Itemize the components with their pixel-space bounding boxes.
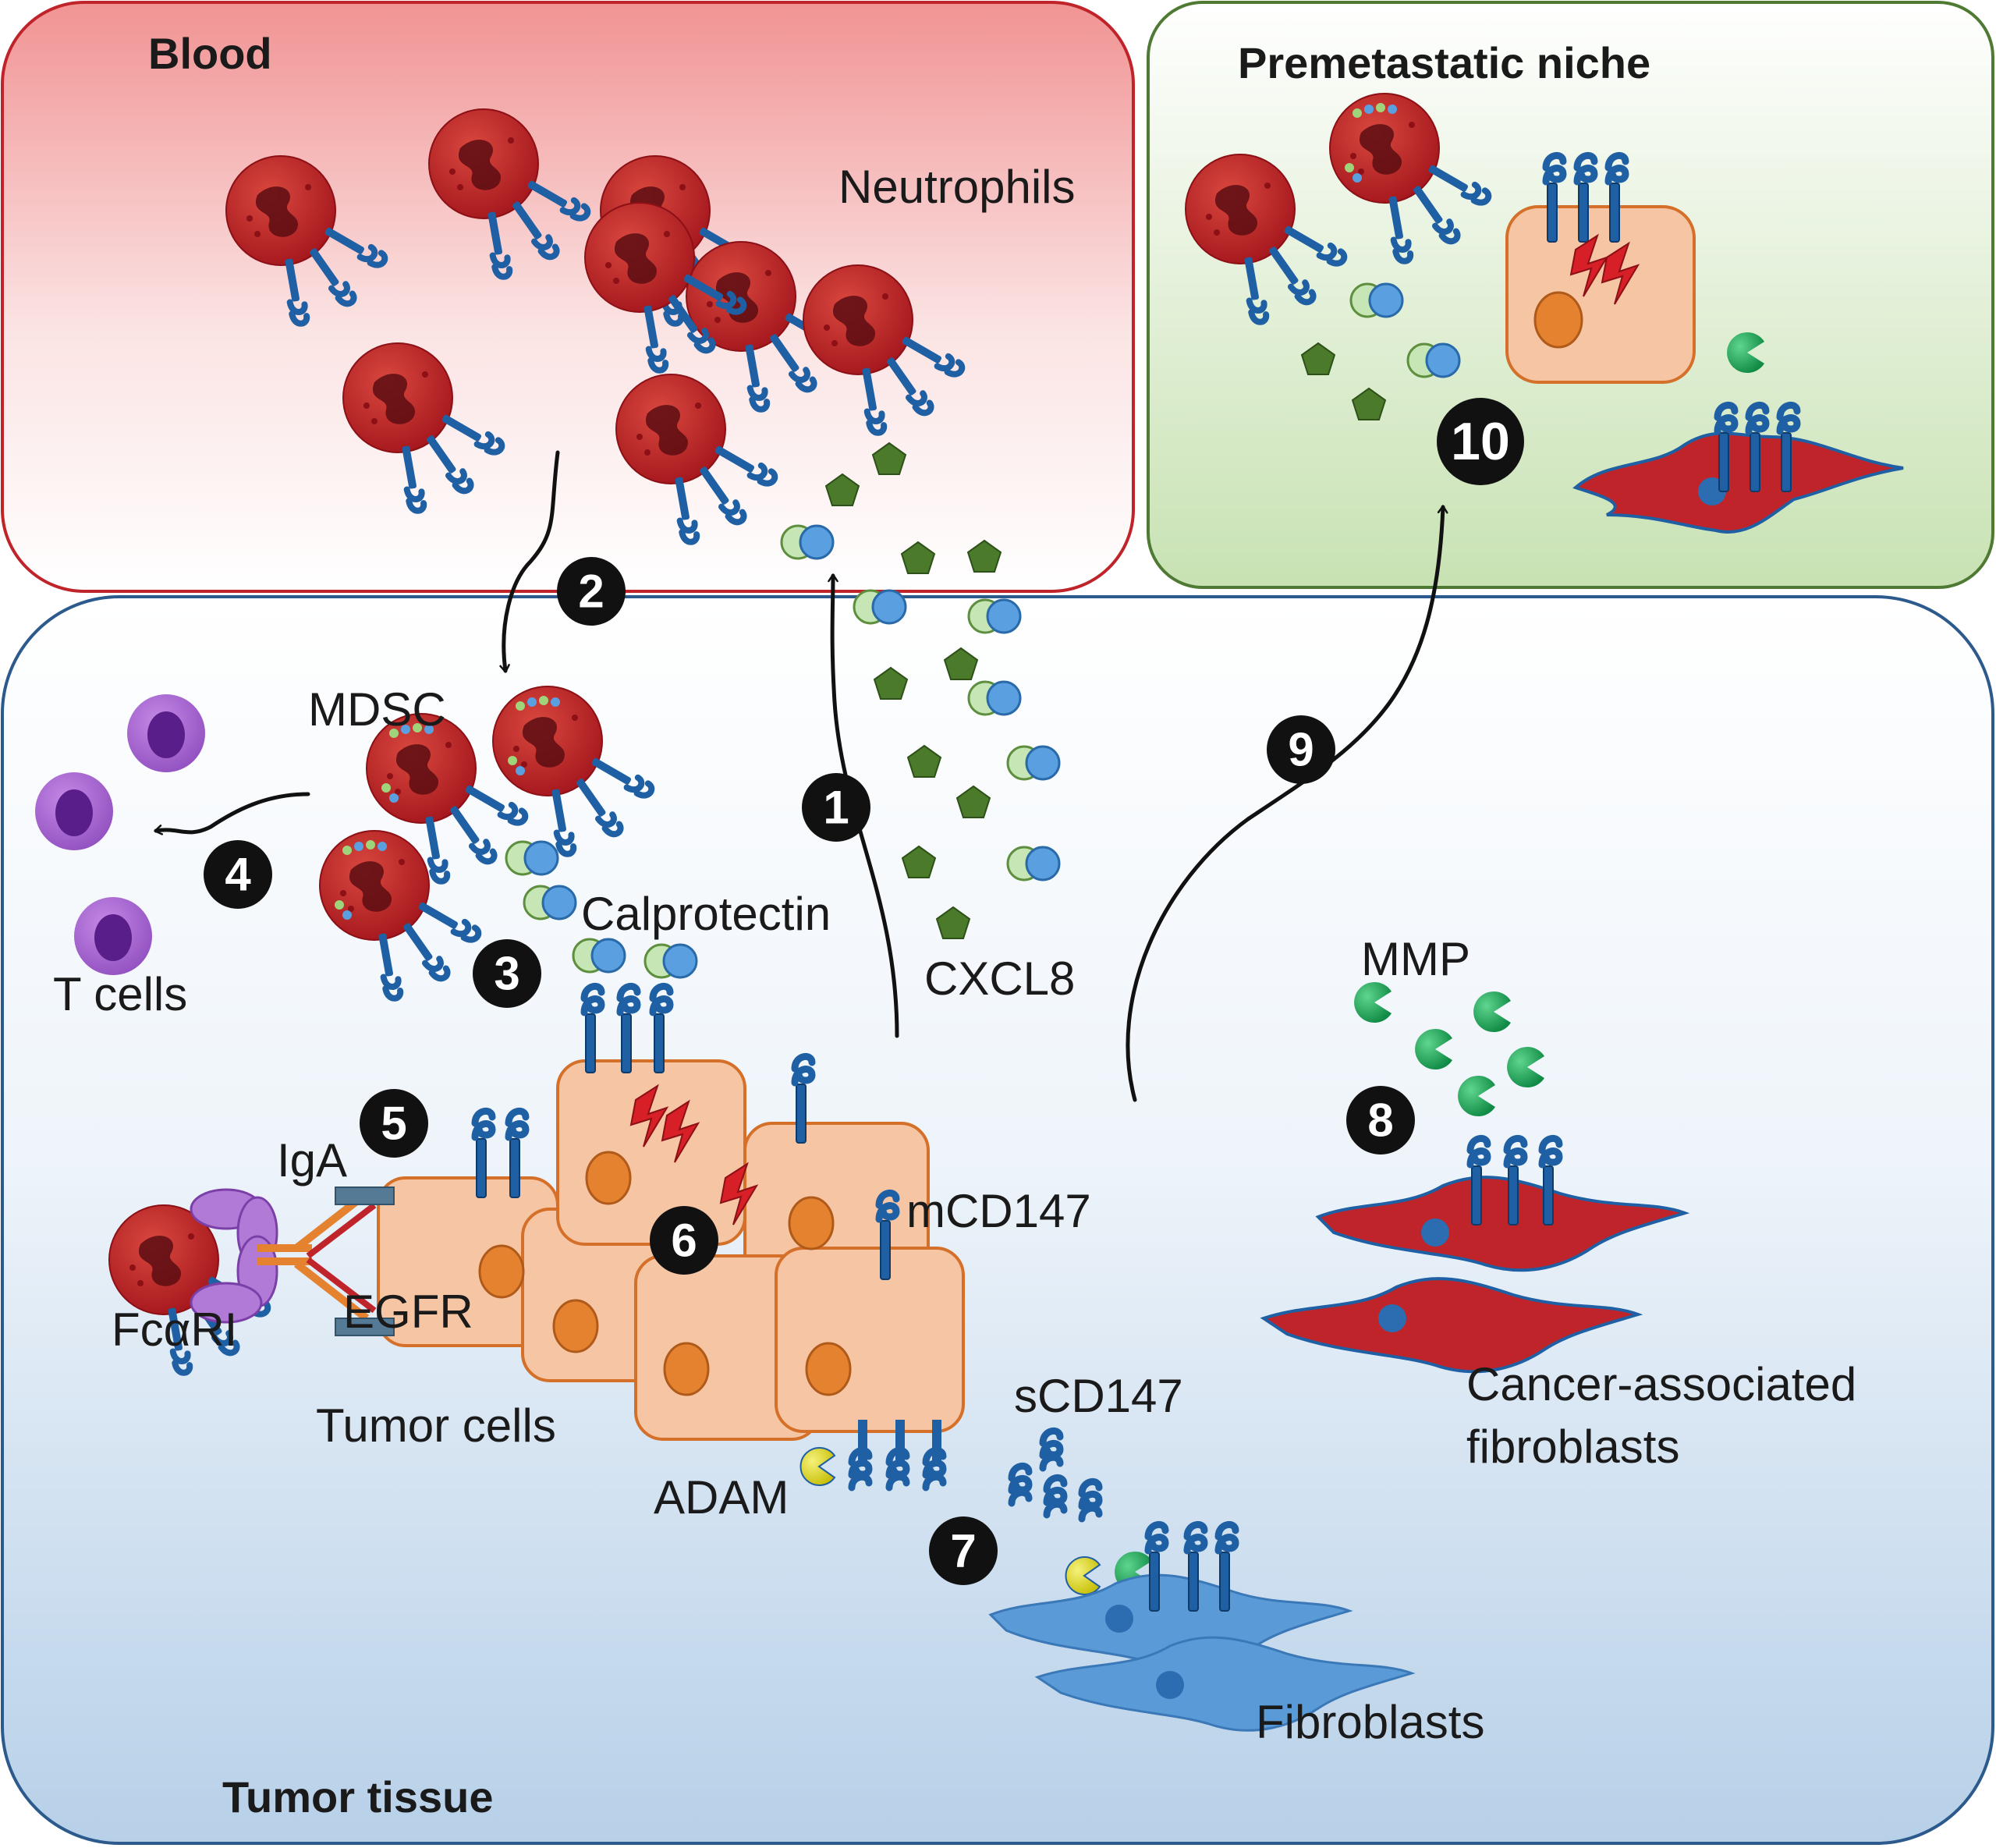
niche-caf bbox=[1572, 431, 1904, 534]
iga-label: IgA bbox=[277, 1134, 347, 1186]
step-5-badge: 5 bbox=[381, 1098, 406, 1150]
tumor-cells-label: Tumor cells bbox=[316, 1399, 556, 1452]
fibroblasts bbox=[988, 1524, 1416, 1732]
mmp-label: MMP bbox=[1361, 933, 1470, 985]
iga-egfr-complex bbox=[109, 1186, 395, 1374]
blood-compartment bbox=[1, 1, 1135, 593]
step-9-badge: 9 bbox=[1288, 724, 1314, 776]
step-7-badge: 7 bbox=[950, 1525, 976, 1577]
caf-label-line1: Cancer-associated bbox=[1466, 1358, 1856, 1410]
blood-title: Blood bbox=[148, 29, 272, 78]
mdsc-label: MDSC bbox=[308, 683, 446, 736]
fcari-label: FcαRI bbox=[112, 1304, 237, 1356]
step-4-badge: 4 bbox=[225, 849, 251, 901]
tumor-tissue-title: Tumor tissue bbox=[222, 1772, 493, 1821]
step-6-badge: 6 bbox=[671, 1215, 697, 1267]
step-2-badge: 2 bbox=[578, 566, 604, 618]
step-badges: 1 2 3 4 5 6 7 8 9 10 bbox=[204, 398, 1524, 1585]
fibroblasts-label: Fibroblasts bbox=[1256, 1696, 1484, 1748]
caf-label-line2: fibroblasts bbox=[1466, 1421, 1679, 1473]
pathway-arrows bbox=[154, 450, 1448, 1102]
niche-title: Premetastatic niche bbox=[1238, 38, 1650, 87]
step-8-badge: 8 bbox=[1367, 1094, 1393, 1147]
step-1-badge: 1 bbox=[823, 782, 849, 834]
niche-tumor-cell bbox=[1505, 205, 1696, 384]
calprotectin-label: Calprotectin bbox=[581, 888, 831, 940]
egfr-label: EGFR bbox=[343, 1286, 473, 1338]
t-cells-label: T cells bbox=[53, 968, 187, 1020]
step-3-badge: 3 bbox=[494, 948, 519, 1000]
adam-label: ADAM bbox=[654, 1471, 789, 1523]
cxcl8-label: CXCL8 bbox=[924, 952, 1075, 1005]
tumor-cell-cluster bbox=[377, 986, 965, 1488]
niche-content bbox=[1186, 94, 1904, 534]
mcd147-label: mCD147 bbox=[906, 1185, 1091, 1237]
tumor-tissue-compartment bbox=[1, 595, 1994, 1845]
cancer-associated-fibroblasts bbox=[1260, 1138, 1690, 1374]
scd147-label: sCD147 bbox=[1014, 1370, 1183, 1422]
neutrophils-label: Neutrophils bbox=[838, 161, 1076, 213]
step-10-badge: 10 bbox=[1451, 412, 1510, 471]
